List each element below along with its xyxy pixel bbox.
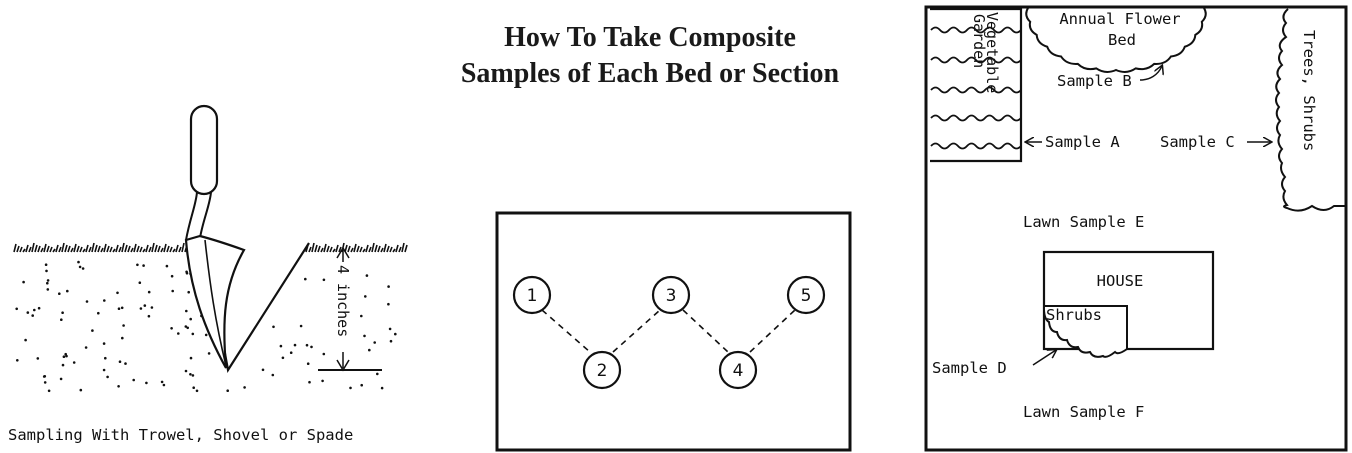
annual-flower-bed: Annual Flower Bed xyxy=(1025,7,1207,73)
lawn-sample-f-label: Lawn Sample F xyxy=(1023,403,1144,421)
trowel-blade xyxy=(184,234,246,369)
title-line-1: How To Take Composite xyxy=(504,22,796,53)
shrubs: Shrubs xyxy=(1042,305,1128,358)
flower-bed-label-1: Annual Flower xyxy=(1059,10,1180,28)
sample-b-arrow xyxy=(1139,66,1162,81)
trees-shrubs-label: Trees, Shrubs xyxy=(1300,30,1318,151)
sample-point-2: 2 xyxy=(582,350,622,390)
trowel-blade-ridge xyxy=(204,239,227,367)
sample-a-label: Sample A xyxy=(1045,133,1120,151)
trees-shrubs-area: Trees, Shrubs xyxy=(1275,8,1345,212)
vegetable-garden-label-2: Garden xyxy=(970,14,988,68)
sample-point-3: 3 xyxy=(651,275,691,315)
sample-point-label: 3 xyxy=(666,286,677,306)
sample-point-label: 5 xyxy=(801,286,812,306)
trowel-handle xyxy=(189,104,219,196)
flower-bed-label-2: Bed xyxy=(1108,31,1136,49)
trowel-neck xyxy=(185,191,212,241)
sample-b-label: Sample B xyxy=(1057,72,1132,90)
vegetable-garden: Vegetable Garden xyxy=(930,7,1023,163)
house-label: HOUSE xyxy=(1097,272,1144,290)
zigzag-path xyxy=(541,309,796,353)
sample-area-border xyxy=(495,211,852,452)
lawn-sample-e-label: Lawn Sample E xyxy=(1023,213,1144,231)
sample-point-label: 4 xyxy=(733,361,744,381)
sample-point-label: 2 xyxy=(597,361,608,381)
title-line-2: Samples of Each Bed or Section xyxy=(460,58,840,89)
depth-arrow-top xyxy=(336,246,350,259)
sample-d-arrow xyxy=(1032,350,1056,366)
trowel-caption: Sampling With Trowel, Shovel or Spade xyxy=(8,426,354,444)
yard-border xyxy=(924,5,1348,452)
sample-point-1: 1 xyxy=(512,275,552,315)
yard-map: Vegetable Garden Annual Flower Bed Trees… xyxy=(924,5,1348,452)
sample-c-label: Sample C xyxy=(1160,133,1235,151)
sample-point-label: 1 xyxy=(527,286,538,306)
depth-label: 4 inches xyxy=(334,265,352,337)
shrubs-label: Shrubs xyxy=(1046,306,1102,324)
soil-dots xyxy=(15,260,397,393)
zigzag-panel: 1 2 3 4 5 xyxy=(495,211,852,452)
vegetable-garden-label-1: Vegetable xyxy=(983,12,1001,93)
sample-point-5: 5 xyxy=(786,275,826,315)
diagram-title: How To Take Composite Samples of Each Be… xyxy=(380,20,920,92)
sample-d-label: Sample D xyxy=(932,359,1007,377)
sample-point-4: 4 xyxy=(718,350,758,390)
trowel-panel: 4 inches xyxy=(13,104,408,393)
